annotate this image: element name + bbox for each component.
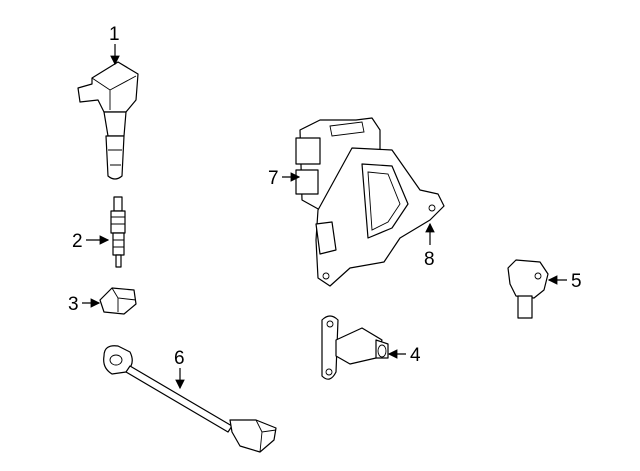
callout-1: 1 [109,24,120,66]
callout-4: 4 [387,345,421,366]
callout-label: 8 [424,249,435,270]
callout-label: 3 [68,294,79,315]
callout-5: 5 [547,271,582,292]
callout-3: 3 [68,294,101,315]
crankshaft-sensor-part[interactable] [507,259,549,319]
callout-label: 1 [109,24,120,45]
ecm-bracket-part[interactable] [315,147,445,287]
callout-label: 5 [571,271,582,292]
callout-6: 6 [174,348,185,390]
callout-label: 7 [268,168,279,189]
ignition-coil-part[interactable] [77,61,139,180]
knock-sensor-part[interactable] [103,345,277,453]
callout-8: 8 [424,222,435,270]
camshaft-sensor-part[interactable] [321,315,389,380]
callout-label: 4 [410,345,421,366]
ecm-part[interactable] [295,117,381,211]
callout-7: 7 [268,168,301,189]
spark-plug-part[interactable] [110,196,126,268]
sensor-part[interactable] [99,287,137,315]
callout-2: 2 [72,231,110,252]
callout-label: 6 [174,348,185,369]
callout-label: 2 [72,231,83,252]
